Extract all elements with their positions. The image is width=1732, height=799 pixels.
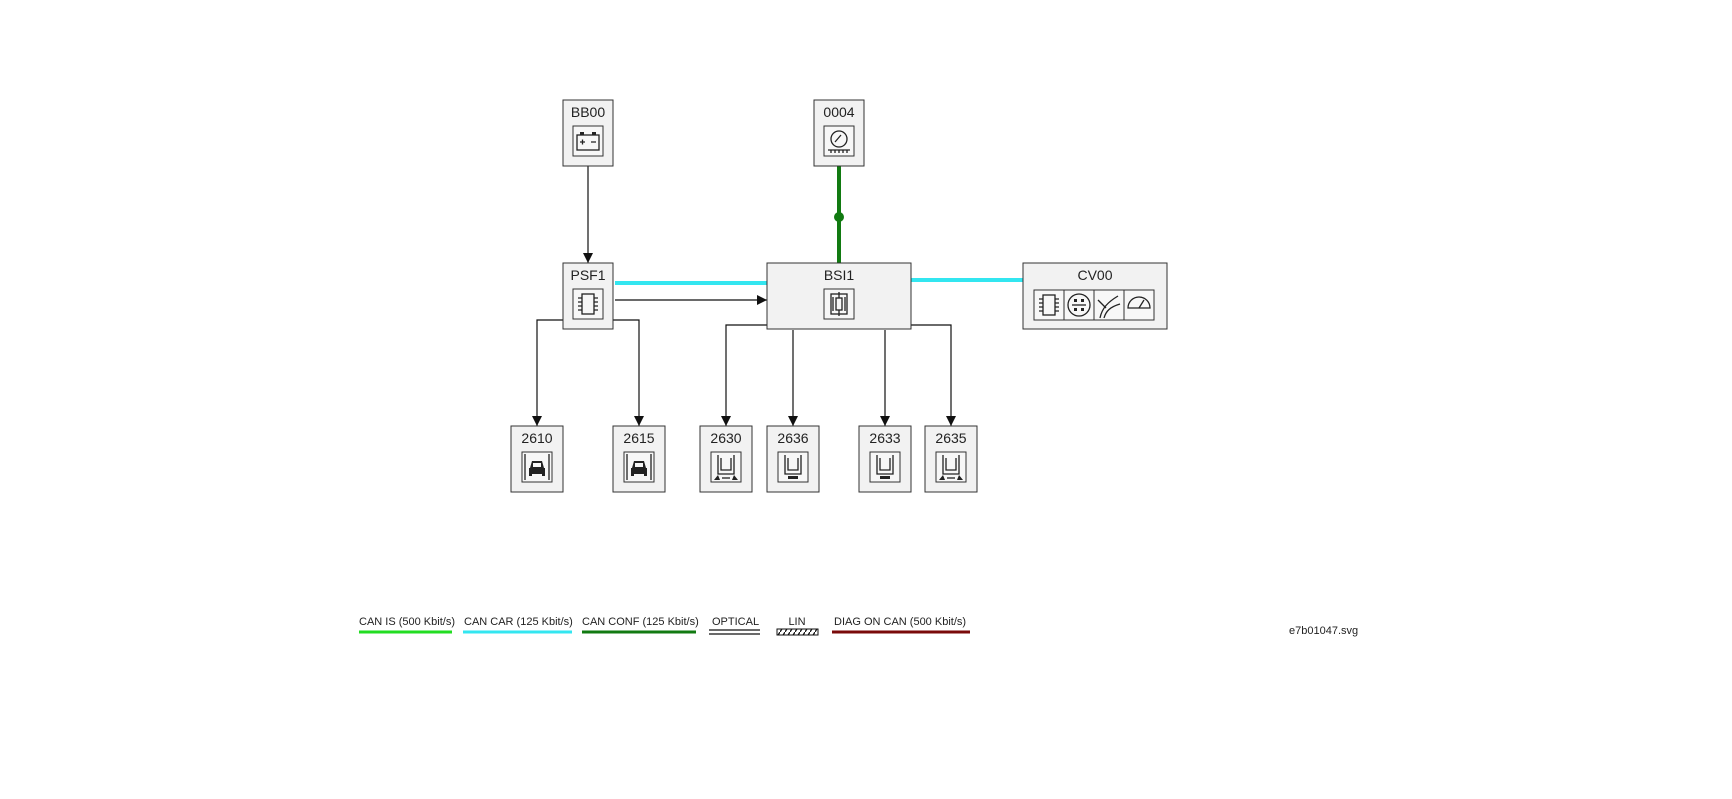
wire-psf1-2610 (532, 319, 563, 426)
lamp-icon (869, 451, 901, 483)
svg-text:CAN CAR (125 Kbit/s): CAN CAR (125 Kbit/s) (464, 616, 573, 628)
node-label: 2636 (777, 430, 808, 446)
wire-psf1-2615 (613, 319, 644, 426)
fuse-icon (823, 288, 855, 320)
wire-bsi1-2635 (911, 324, 956, 426)
node-cv00[interactable]: CV00 (1022, 262, 1168, 330)
node-label: 2633 (869, 430, 900, 446)
can-conf-junction-dot (834, 212, 844, 222)
file-name-label: e7b01047.svg (1289, 625, 1358, 637)
svg-text:OPTICAL: OPTICAL (712, 616, 759, 628)
node-2610[interactable]: 2610 (510, 425, 564, 493)
legend-item-optical: OPTICAL (709, 616, 760, 635)
chip-icon (1033, 289, 1065, 321)
legend-item-diag-on-can: DIAG ON CAN (500 Kbit/s) (832, 616, 970, 634)
legend: CAN IS (500 Kbit/s) CAN CAR (125 Kbit/s)… (359, 616, 970, 636)
node-bb00[interactable]: BB00 (562, 99, 614, 167)
car-front-icon (623, 451, 655, 483)
node-2630[interactable]: 2630 (699, 425, 753, 493)
node-label: 2630 (710, 430, 741, 446)
node-label: 0004 (823, 104, 854, 120)
node-2615[interactable]: 2615 (612, 425, 666, 493)
svg-text:CAN CONF (125 Kbit/s): CAN CONF (125 Kbit/s) (582, 616, 699, 628)
lamp-icon (777, 451, 809, 483)
svg-text:CAN IS (500 Kbit/s): CAN IS (500 Kbit/s) (359, 616, 455, 628)
gauge-icon (823, 125, 855, 157)
node-2633[interactable]: 2633 (858, 425, 912, 493)
node-2636[interactable]: 2636 (766, 425, 820, 493)
chip-icon (572, 288, 604, 320)
dial-icon (1123, 289, 1155, 321)
battery-icon (572, 125, 604, 157)
legend-line-lin (776, 628, 819, 636)
node-0004[interactable]: 0004 (813, 99, 865, 167)
node-bsi1[interactable]: BSI1 (766, 262, 912, 330)
node-label: PSF1 (570, 267, 605, 283)
node-label: 2615 (623, 430, 654, 446)
node-label: 2610 (521, 430, 552, 446)
lamp-cluster-icon (935, 451, 967, 483)
svg-text:LIN: LIN (788, 616, 805, 628)
node-label: CV00 (1077, 267, 1112, 283)
legend-item-can-car: CAN CAR (125 Kbit/s) (463, 616, 573, 634)
stalk-icon (1093, 289, 1125, 321)
node-label: BSI1 (824, 267, 855, 283)
wire-bsi1-2630 (721, 324, 767, 426)
connector-icon (1063, 289, 1095, 321)
svg-text:DIAG ON CAN (500 Kbit/s): DIAG ON CAN (500 Kbit/s) (834, 616, 966, 628)
car-front-icon (521, 451, 553, 483)
node-label: 2635 (935, 430, 966, 446)
node-psf1[interactable]: PSF1 (562, 262, 614, 330)
legend-item-can-conf: CAN CONF (125 Kbit/s) (582, 616, 699, 634)
legend-item-lin: LIN (776, 616, 819, 636)
lamp-cluster-icon (710, 451, 742, 483)
legend-item-can-is: CAN IS (500 Kbit/s) (359, 616, 455, 634)
node-label: BB00 (571, 104, 605, 120)
node-2635[interactable]: 2635 (924, 425, 978, 493)
